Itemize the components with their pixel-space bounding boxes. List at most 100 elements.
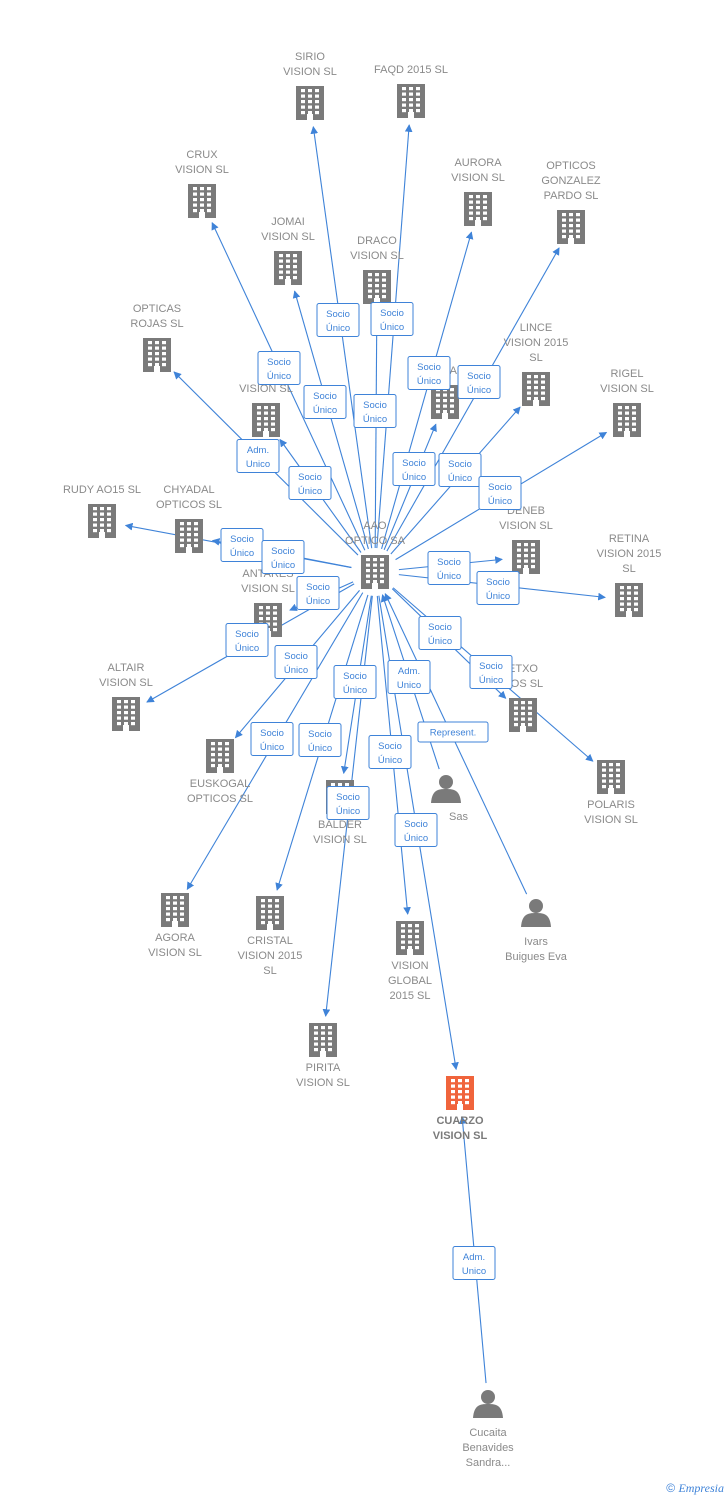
relation-label-text: Socio bbox=[363, 400, 387, 411]
relation-label-text: Socio bbox=[326, 309, 350, 320]
node-label: GONZALEZ bbox=[541, 175, 601, 187]
relation-label-text: Único bbox=[437, 571, 461, 582]
node-label: VISION SL bbox=[175, 164, 229, 176]
node-faqd[interactable]: FAQD 2015 SL bbox=[374, 64, 448, 118]
relation-label-text: Unico bbox=[246, 459, 270, 470]
building-icon bbox=[161, 893, 189, 927]
building-icon bbox=[509, 698, 537, 732]
relation-label-text: Único bbox=[486, 591, 510, 602]
edges-layer bbox=[124, 124, 608, 1384]
node-label: RUDY AO15 SL bbox=[63, 484, 141, 496]
node-label: EUSKOGAL bbox=[190, 778, 251, 790]
node-label: Sas bbox=[449, 811, 468, 823]
relation-label-text: Único bbox=[336, 806, 360, 817]
node-label: SL bbox=[622, 563, 635, 575]
relation-label-text: Único bbox=[363, 414, 387, 425]
relation-label-text: Represent. bbox=[430, 728, 476, 739]
node-sas[interactable]: Sas bbox=[431, 775, 468, 823]
node-label: VISION 2015 bbox=[238, 950, 303, 962]
relation-label-text: Socio bbox=[467, 371, 491, 382]
edge-aao-dolly bbox=[383, 423, 437, 551]
footer-brand[interactable]: © Empresia bbox=[666, 1481, 724, 1496]
relation-badge[interactable]: Adm.Unico bbox=[236, 439, 280, 473]
person-icon bbox=[431, 775, 461, 803]
node-label: 2015 SL bbox=[390, 990, 431, 1002]
relation-badge[interactable]: Represent. bbox=[417, 721, 489, 743]
building-icon bbox=[431, 385, 459, 419]
relation-label-text: Único bbox=[404, 833, 428, 844]
node-label: VISION SL bbox=[433, 1130, 488, 1142]
node-label: VISION SL bbox=[283, 66, 337, 78]
node-label: AURORA bbox=[454, 157, 502, 169]
node-kl[interactable]: KLVISION SL bbox=[239, 368, 293, 437]
node-label: PIRITA bbox=[306, 1062, 341, 1074]
relation-badge[interactable]: Adm.Unico bbox=[387, 660, 431, 694]
node-label: POLARIS bbox=[587, 799, 635, 811]
relation-label-text: Unico bbox=[397, 680, 421, 691]
relation-badge[interactable]: Adm.Unico bbox=[452, 1246, 496, 1280]
node-label: VISION SL bbox=[313, 834, 367, 846]
relation-label-text: Único bbox=[428, 636, 452, 647]
building-icon bbox=[522, 372, 550, 406]
edge-aao-sirio bbox=[310, 126, 373, 549]
building-icon bbox=[396, 921, 424, 955]
relation-label-text: Socio bbox=[313, 391, 337, 402]
building-icon bbox=[274, 251, 302, 285]
node-rudy[interactable]: RUDY AO15 SL bbox=[63, 484, 141, 538]
building-icon bbox=[143, 338, 171, 372]
relation-label-text: Único bbox=[488, 496, 512, 507]
node-cucaita[interactable]: CucaitaBenavidesSandra... bbox=[462, 1390, 514, 1469]
relation-labels-layer: SocioÚnicoSocioÚnicoSocioÚnicoSocioÚnico… bbox=[220, 302, 522, 1280]
node-label: COS SL bbox=[503, 678, 543, 690]
